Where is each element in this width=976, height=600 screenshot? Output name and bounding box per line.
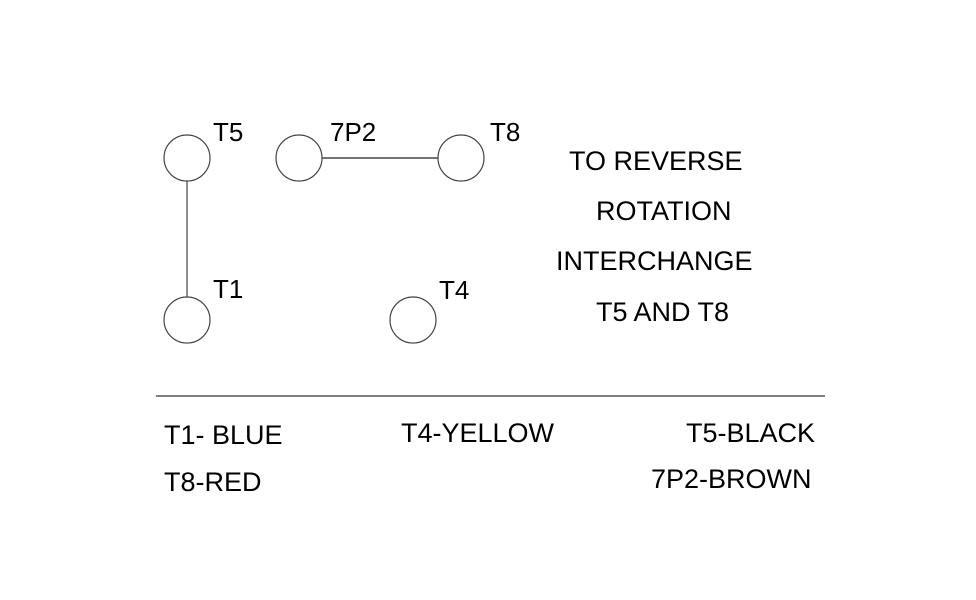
terminal-label-t5: T5 — [213, 117, 244, 147]
terminal-label-t4: T4 — [439, 275, 470, 305]
legend-t4: T4-YELLOW — [401, 418, 555, 448]
terminal-t4-circle — [389, 296, 437, 344]
terminal-t8-circle — [437, 134, 485, 182]
terminal-label-t8: T8 — [490, 117, 521, 147]
terminal-7p2-circle — [275, 134, 323, 182]
terminal-label-7p2: 7P2 — [330, 117, 377, 147]
legend-t8: T8-RED — [164, 467, 262, 497]
instruction-line-1: TO REVERSE — [569, 146, 743, 176]
instruction-line-4: T5 AND T8 — [596, 297, 730, 327]
legend-t5: T5-BLACK — [686, 418, 816, 448]
terminal-t5-circle — [163, 134, 211, 182]
terminal-t1-circle — [163, 296, 211, 344]
instruction-line-3: INTERCHANGE — [556, 246, 753, 276]
instruction-line-2: ROTATION — [596, 196, 732, 226]
legend-t1: T1- BLUE — [164, 420, 283, 450]
legend-7p2: 7P2-BROWN — [651, 464, 812, 494]
terminal-label-t1: T1 — [213, 274, 244, 304]
